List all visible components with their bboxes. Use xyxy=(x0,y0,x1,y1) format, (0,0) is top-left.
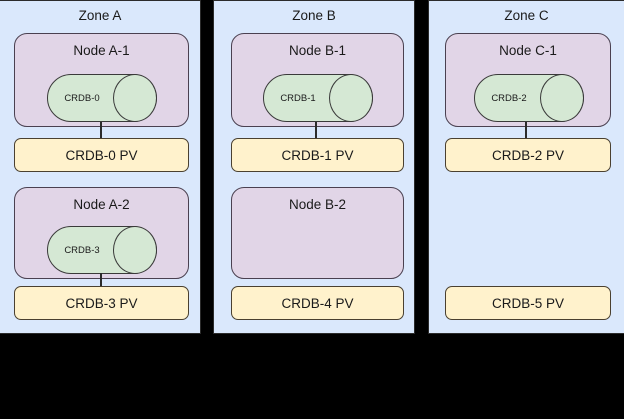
database-label-crdb-0: CRDB-0 xyxy=(64,92,100,104)
node-title-a-2: Node A-2 xyxy=(73,197,130,212)
pv-box-crdb-5[interactable]: CRDB-5 PV xyxy=(445,286,611,320)
pv-box-crdb-2[interactable]: CRDB-2 PV xyxy=(445,138,611,172)
connector-crdb-0-to-pv xyxy=(100,122,102,139)
database-cylinder-crdb-1[interactable]: CRDB-1 xyxy=(263,74,373,122)
connector-crdb-3-to-pv xyxy=(100,273,102,290)
pv-box-crdb-0[interactable]: CRDB-0 PV xyxy=(14,138,189,172)
zone-container-a[interactable]: Zone A Node A-1 CRDB-0 CRDB-0 PV Node A-… xyxy=(0,0,201,334)
node-box-a-1[interactable]: Node A-1 CRDB-0 xyxy=(14,33,189,127)
zone-title-c: Zone C xyxy=(504,8,549,23)
pv-box-crdb-3[interactable]: CRDB-3 PV xyxy=(14,286,189,320)
cylinder-cap xyxy=(113,226,157,274)
connector-crdb-1-to-pv xyxy=(315,122,317,139)
cylinder-cap xyxy=(329,74,373,122)
zone-container-c[interactable]: Zone C Node C-1 CRDB-2 CRDB-2 PV CRDB-5 … xyxy=(428,0,624,334)
cylinder-cap xyxy=(113,74,157,122)
node-box-c-1[interactable]: Node C-1 CRDB-2 xyxy=(445,33,611,127)
node-box-b-2[interactable]: Node B-2 xyxy=(231,187,404,279)
database-label-crdb-2: CRDB-2 xyxy=(491,92,527,104)
node-box-b-1[interactable]: Node B-1 CRDB-1 xyxy=(231,33,404,127)
node-title-b-1: Node B-1 xyxy=(288,43,347,58)
zone-container-b[interactable]: Zone B Node B-1 CRDB-1 CRDB-1 PV Node B-… xyxy=(213,0,415,334)
node-title-a-1: Node A-1 xyxy=(73,43,130,58)
zone-title-a: Zone A xyxy=(78,8,122,23)
database-cylinder-crdb-2[interactable]: CRDB-2 xyxy=(474,74,584,122)
database-label-crdb-3: CRDB-3 xyxy=(64,244,100,256)
pv-box-crdb-1[interactable]: CRDB-1 PV xyxy=(231,138,404,172)
node-box-a-2[interactable]: Node A-2 CRDB-3 xyxy=(14,187,189,279)
node-title-b-2: Node B-2 xyxy=(288,197,347,212)
database-label-crdb-1: CRDB-1 xyxy=(280,92,316,104)
database-cylinder-crdb-0[interactable]: CRDB-0 xyxy=(47,74,157,122)
cylinder-cap xyxy=(540,74,584,122)
connector-crdb-2-to-pv xyxy=(525,122,527,139)
zone-title-b: Zone B xyxy=(292,8,336,23)
database-cylinder-crdb-3[interactable]: CRDB-3 xyxy=(47,226,157,274)
pv-box-crdb-4[interactable]: CRDB-4 PV xyxy=(231,286,404,320)
node-title-c-1: Node C-1 xyxy=(499,43,557,58)
